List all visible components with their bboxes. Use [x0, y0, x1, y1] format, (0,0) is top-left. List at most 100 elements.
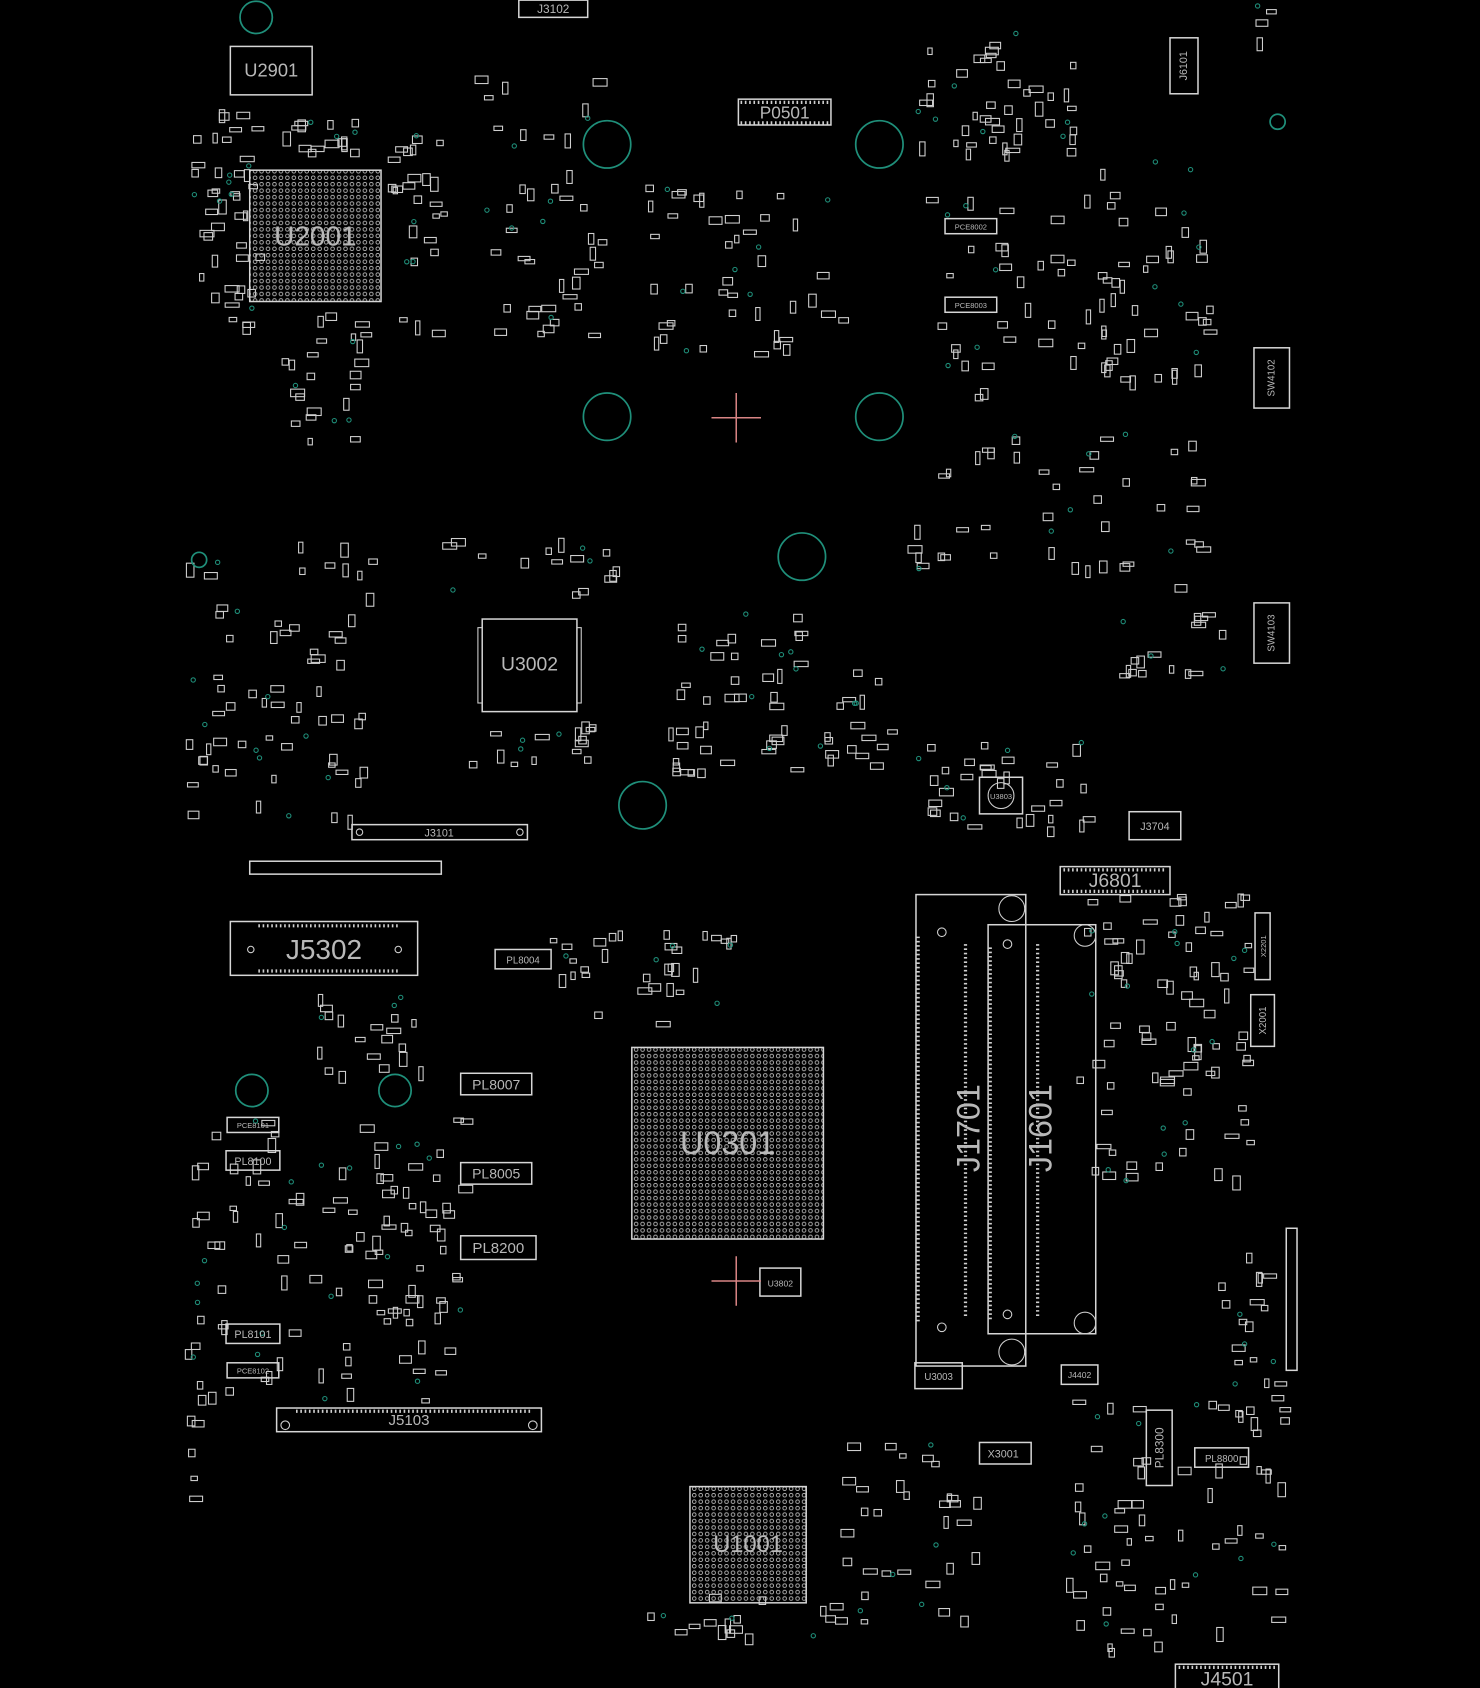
passive-component[interactable] — [1073, 1591, 1088, 1599]
passive-component[interactable] — [659, 334, 668, 344]
passive-component[interactable] — [1143, 1628, 1152, 1637]
passive-component[interactable] — [494, 328, 508, 336]
passive-component[interactable] — [1136, 655, 1145, 669]
passive-component[interactable] — [760, 639, 777, 647]
passive-component[interactable] — [1169, 898, 1182, 907]
passive-component[interactable] — [1280, 1417, 1290, 1425]
passive-component[interactable] — [543, 134, 555, 140]
passive-component[interactable] — [344, 1245, 354, 1253]
passive-component[interactable] — [1047, 320, 1056, 329]
switch-sw4102[interactable]: SW4102 — [1253, 347, 1291, 409]
passive-component[interactable] — [275, 1213, 283, 1229]
passive-component[interactable] — [309, 648, 319, 656]
passive-component[interactable] — [1034, 101, 1044, 117]
chip-u3802[interactable]: U3802 — [759, 1267, 802, 1297]
passive-component[interactable] — [1028, 85, 1044, 94]
passive-component[interactable] — [356, 339, 364, 354]
passive-component[interactable] — [1120, 376, 1132, 383]
passive-component[interactable] — [335, 1287, 343, 1297]
passive-component[interactable] — [374, 1153, 380, 1169]
passive-component[interactable] — [925, 1580, 941, 1589]
inductor-pl8007[interactable]: PL8007 — [459, 1072, 533, 1096]
passive-component[interactable] — [1042, 512, 1054, 522]
passive-component[interactable] — [1101, 521, 1110, 533]
passive-component[interactable] — [561, 943, 573, 951]
passive-component[interactable] — [753, 351, 770, 358]
passive-component[interactable] — [502, 81, 509, 95]
passive-component[interactable] — [281, 1275, 288, 1291]
passive-component[interactable] — [574, 727, 582, 742]
passive-component[interactable] — [1205, 1070, 1216, 1077]
passive-component[interactable] — [1128, 668, 1137, 677]
passive-component[interactable] — [1110, 1022, 1121, 1029]
passive-component[interactable] — [1249, 1357, 1258, 1363]
passive-component[interactable] — [207, 1391, 217, 1405]
passive-component[interactable] — [967, 824, 983, 830]
passive-component[interactable] — [720, 938, 730, 944]
passive-component[interactable] — [1131, 305, 1139, 316]
passive-component[interactable] — [1074, 1501, 1082, 1513]
passive-component[interactable] — [1193, 971, 1199, 981]
passive-component[interactable] — [186, 1415, 196, 1427]
passive-component[interactable] — [991, 125, 1005, 133]
passive-component[interactable] — [1181, 991, 1193, 1000]
passive-component[interactable] — [368, 1279, 384, 1289]
passive-component[interactable] — [1188, 440, 1197, 452]
passive-component[interactable] — [1207, 1487, 1213, 1504]
crystal-x2201[interactable]: X2201 — [1254, 912, 1271, 981]
passive-component[interactable] — [671, 962, 680, 977]
passive-component[interactable] — [350, 148, 360, 158]
chip-u3003[interactable]: U3003 — [914, 1362, 964, 1390]
passive-component[interactable] — [341, 1373, 352, 1379]
passive-component[interactable] — [642, 973, 651, 983]
passive-component[interactable] — [212, 765, 219, 773]
passive-component[interactable] — [1057, 268, 1066, 277]
passive-component[interactable] — [376, 1173, 384, 1185]
passive-component[interactable] — [1102, 1171, 1117, 1181]
passive-component[interactable] — [1079, 819, 1085, 833]
passive-component[interactable] — [1185, 1129, 1195, 1140]
passive-component[interactable] — [730, 676, 740, 685]
passive-component[interactable] — [708, 216, 723, 225]
passive-component[interactable] — [1090, 1445, 1103, 1453]
passive-component[interactable] — [387, 156, 401, 163]
passive-component[interactable] — [1265, 1468, 1271, 1484]
passive-component[interactable] — [1255, 1533, 1264, 1539]
passive-component[interactable] — [1097, 272, 1108, 280]
passive-component[interactable] — [594, 1011, 603, 1020]
passive-component[interactable] — [736, 190, 743, 200]
passive-component[interactable] — [972, 111, 978, 121]
passive-component[interactable] — [1212, 1043, 1220, 1050]
passive-component[interactable] — [827, 754, 834, 767]
passive-component[interactable] — [949, 1500, 961, 1508]
passive-component[interactable] — [699, 344, 708, 353]
passive-component[interactable] — [672, 762, 681, 773]
passive-component[interactable] — [1050, 215, 1065, 225]
passive-component[interactable] — [415, 320, 421, 336]
passive-component[interactable] — [405, 1318, 414, 1327]
passive-component[interactable] — [1074, 1483, 1084, 1492]
passive-component[interactable] — [338, 1167, 347, 1181]
passive-component[interactable] — [421, 1398, 430, 1404]
passive-component[interactable] — [549, 937, 558, 944]
passive-component[interactable] — [1089, 451, 1100, 460]
passive-component[interactable] — [566, 169, 573, 184]
passive-component[interactable] — [1234, 1359, 1243, 1366]
passive-component[interactable] — [214, 1241, 226, 1250]
passive-component[interactable] — [1066, 259, 1076, 266]
passive-component[interactable] — [903, 1491, 910, 1500]
passive-component[interactable] — [351, 118, 360, 128]
inductor-pl8100[interactable]: PL8100 — [225, 1150, 281, 1171]
passive-component[interactable] — [838, 317, 850, 324]
passive-component[interactable] — [703, 1619, 717, 1627]
passive-component[interactable] — [700, 745, 712, 755]
passive-component[interactable] — [1124, 1584, 1136, 1592]
passive-component[interactable] — [1103, 1039, 1115, 1048]
passive-component[interactable] — [337, 1014, 345, 1028]
passive-component[interactable] — [336, 659, 345, 671]
passive-component[interactable] — [1096, 1143, 1112, 1150]
passive-component[interactable] — [792, 218, 799, 232]
passive-component[interactable] — [956, 1519, 972, 1526]
passive-component[interactable] — [207, 189, 219, 198]
